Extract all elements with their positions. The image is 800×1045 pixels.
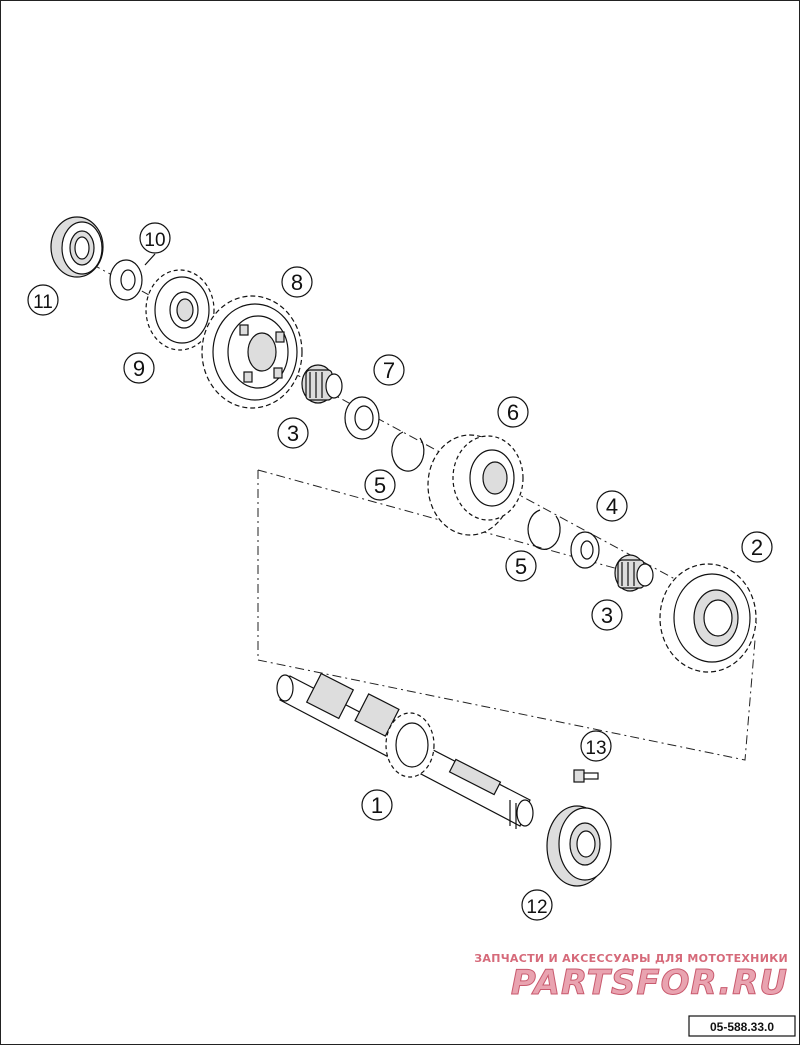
callout-12-label: 12 (526, 897, 547, 918)
part-4-washer (570, 531, 600, 569)
callout-3b-label: 3 (601, 603, 613, 628)
callout-6-label: 6 (507, 400, 519, 425)
callout-6: 6 (497, 396, 529, 428)
callout-3a: 3 (277, 417, 309, 449)
callout-11-label: 11 (33, 292, 53, 313)
callout-13: 13 (580, 730, 612, 762)
callout-12: 12 (521, 889, 553, 921)
diagram-code-box: 05-588.33.0 (688, 1015, 796, 1037)
callout-11: 11 (27, 284, 59, 316)
part-11-bearing (50, 216, 104, 278)
part-12-bearing (546, 805, 612, 887)
part-7-splined-washer (344, 396, 380, 440)
part-5-circlip-lower (527, 509, 561, 550)
watermark-brand: PARTSFOR.RU (511, 963, 788, 1003)
callout-3a-label: 3 (287, 421, 299, 446)
watermark-tagline: ЗАПЧАСТИ И АКСЕССУАРЫ ДЛЯ МОТОТЕХНИКИ (474, 952, 788, 965)
callout-10-label: 10 (144, 230, 165, 251)
part-6-double-gear (427, 434, 524, 536)
watermark: ЗАПЧАСТИ И АКСЕССУАРЫ ДЛЯ МОТОТЕХНИКИ PA… (474, 952, 788, 1004)
diagram-code: 05-588.33.0 (710, 1020, 774, 1034)
callout-2-label: 2 (751, 535, 763, 560)
callout-9: 9 (123, 352, 155, 384)
callout-7: 7 (373, 354, 405, 386)
part-9-gear (145, 269, 215, 351)
callout-1: 1 (361, 789, 393, 821)
part-3-needle-bearing-lower (614, 554, 654, 592)
callout-13-label: 13 (585, 738, 606, 759)
callout-1-label: 1 (371, 793, 383, 818)
part-2-gear (659, 563, 757, 673)
callout-4-label: 4 (606, 494, 618, 519)
callout-9-label: 9 (133, 356, 145, 381)
callout-8-label: 8 (291, 270, 303, 295)
callout-2: 2 (741, 531, 773, 563)
callout-7-label: 7 (383, 358, 395, 383)
callout-5a: 5 (364, 469, 396, 501)
part-3-needle-bearing-upper (301, 364, 343, 404)
part-13-screw (573, 769, 599, 783)
part-10-washer (109, 259, 143, 301)
part-5-circlip-upper (391, 431, 425, 472)
callout-5a-label: 5 (374, 473, 386, 498)
callout-10: 10 (139, 222, 171, 254)
callout-5b: 5 (505, 550, 537, 582)
part-1-shaft (276, 672, 534, 829)
callout-leaders (144, 253, 156, 266)
callout-4: 4 (596, 490, 628, 522)
part-8-gear (201, 295, 303, 409)
callout-8: 8 (281, 266, 313, 298)
callout-5b-label: 5 (515, 554, 527, 579)
callout-3b: 3 (591, 599, 623, 631)
